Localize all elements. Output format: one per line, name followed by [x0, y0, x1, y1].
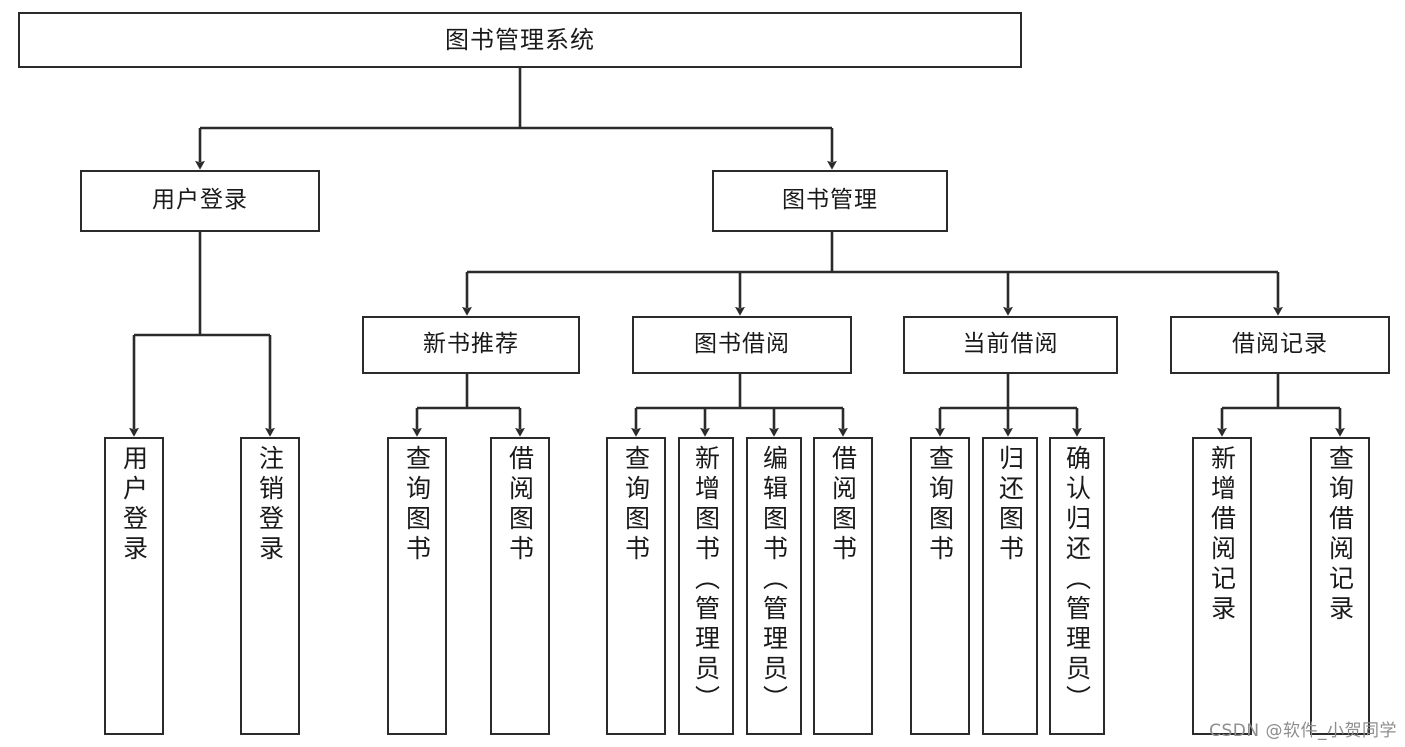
node-label: 借阅记录: [1232, 331, 1328, 358]
node-label: 图书借阅: [694, 331, 790, 358]
node-book-management[interactable]: 图书管理: [712, 170, 948, 232]
node-label: 用户登录: [152, 187, 248, 214]
leaf-node-edit-book-admin[interactable]: 编辑图书（管理员）: [746, 437, 802, 735]
node-label: 查询图书: [402, 445, 432, 565]
leaf-node-query-book-borrow[interactable]: 查询图书: [606, 437, 666, 735]
node-label: 查询图书: [621, 445, 651, 565]
leaf-node-query-book-recommend[interactable]: 查询图书: [387, 437, 447, 735]
node-root-book-management-system[interactable]: 图书管理系统: [18, 12, 1022, 68]
node-new-book-recommend[interactable]: 新书推荐: [362, 316, 580, 374]
node-current-borrow[interactable]: 当前借阅: [903, 316, 1118, 374]
leaf-node-query-borrow-record[interactable]: 查询借阅记录: [1310, 437, 1370, 735]
node-label: 查询图书: [925, 445, 955, 565]
node-label: 图书管理系统: [445, 25, 595, 54]
node-label: 借阅图书: [505, 445, 535, 565]
node-label: 新书推荐: [423, 331, 519, 358]
node-book-borrow[interactable]: 图书借阅: [632, 316, 852, 374]
node-label: 归还图书: [995, 445, 1025, 565]
node-label: 借阅图书: [828, 445, 858, 565]
leaf-node-query-book-current[interactable]: 查询图书: [910, 437, 970, 735]
node-label: 图书管理: [782, 187, 878, 214]
node-borrow-record[interactable]: 借阅记录: [1170, 316, 1390, 374]
leaf-node-user-login[interactable]: 用户登录: [104, 437, 164, 735]
node-label: 新增借阅记录: [1207, 445, 1237, 625]
node-label: 编辑图书（管理员）: [759, 445, 789, 715]
node-label: 确认归还（管理员）: [1062, 445, 1092, 715]
node-label: 用户登录: [119, 445, 149, 565]
node-label: 查询借阅记录: [1325, 445, 1355, 625]
leaf-node-borrow-book-recommend[interactable]: 借阅图书: [490, 437, 550, 735]
node-label: 当前借阅: [962, 331, 1059, 358]
leaf-node-return-book[interactable]: 归还图书: [982, 437, 1038, 735]
leaf-node-add-borrow-record[interactable]: 新增借阅记录: [1192, 437, 1252, 735]
leaf-node-borrow-book[interactable]: 借阅图书: [813, 437, 873, 735]
node-label: 新增图书（管理员）: [691, 445, 721, 715]
node-user-login[interactable]: 用户登录: [80, 170, 320, 232]
leaf-node-confirm-return-admin[interactable]: 确认归还（管理员）: [1049, 437, 1105, 735]
node-label: 注销登录: [255, 445, 285, 565]
leaf-node-user-logout[interactable]: 注销登录: [240, 437, 300, 735]
leaf-node-add-book-admin[interactable]: 新增图书（管理员）: [678, 437, 734, 735]
csdn-watermark: CSDN @软件_小贺同学: [1209, 721, 1397, 741]
